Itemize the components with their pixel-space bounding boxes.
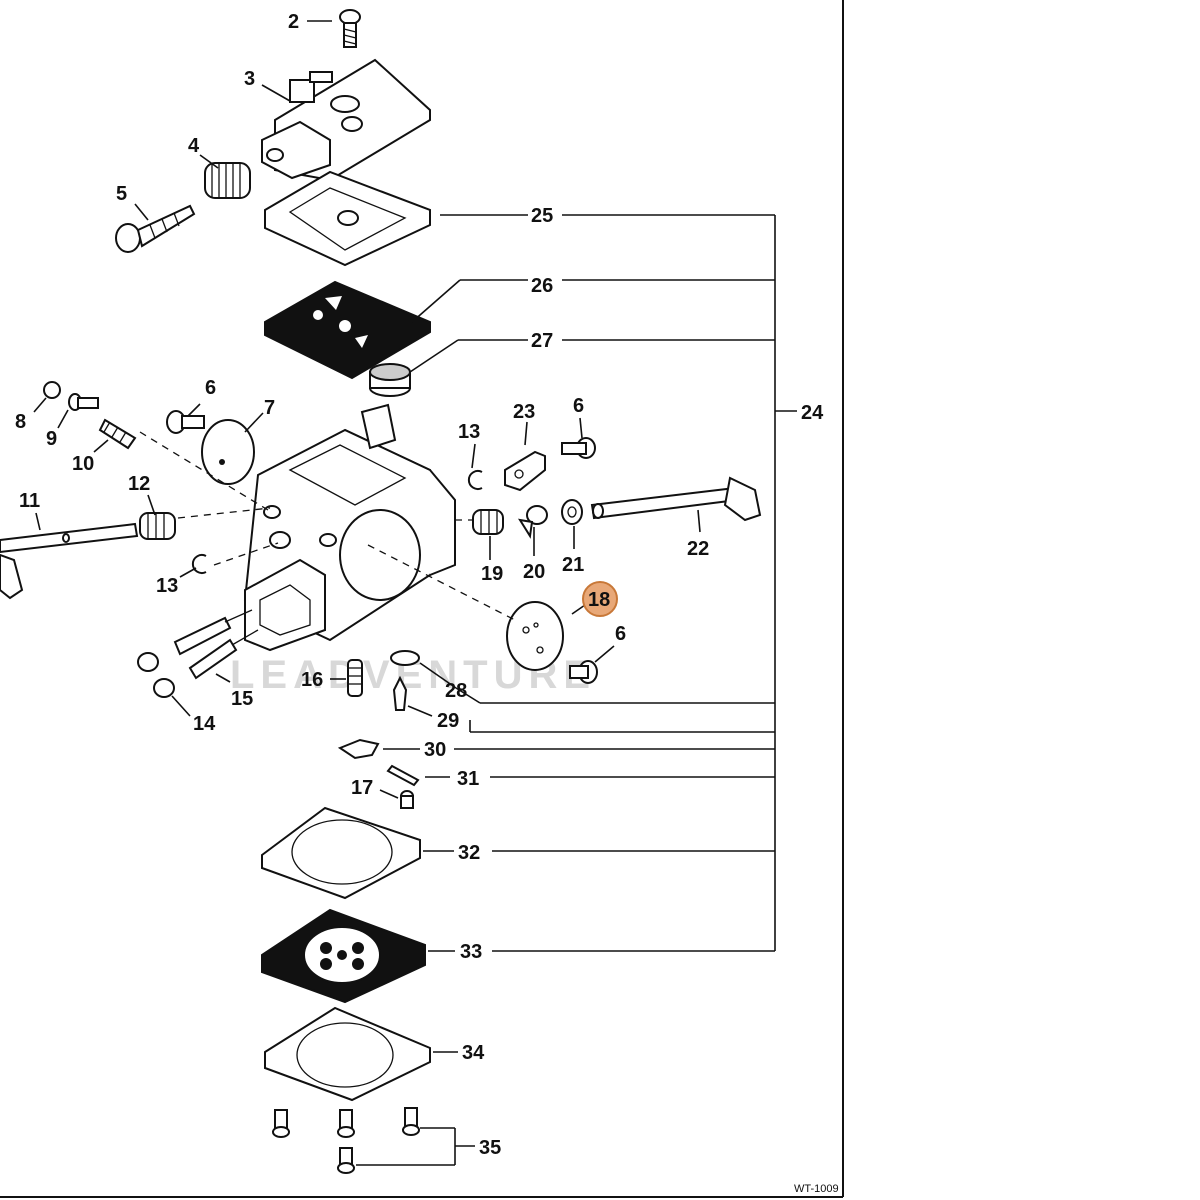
callout-35[interactable]: 35 <box>479 1137 501 1159</box>
part-carburetor-body <box>243 403 456 652</box>
part-screw-6-c[interactable] <box>561 437 596 459</box>
callout-27[interactable]: 27 <box>531 330 553 352</box>
callout-28[interactable]: 28 <box>445 680 467 702</box>
part-plate-7[interactable] <box>201 419 255 485</box>
part-caps-14[interactable] <box>137 652 175 698</box>
callout-20[interactable]: 20 <box>523 561 545 583</box>
part-screw-6-b[interactable] <box>569 660 598 684</box>
callout-19[interactable]: 19 <box>481 563 503 585</box>
callout-11[interactable]: 11 <box>19 490 40 512</box>
callout-18[interactable]: 18 <box>588 589 610 611</box>
callout-34[interactable]: 34 <box>462 1042 485 1064</box>
part-diaphragm-33[interactable] <box>261 908 426 1004</box>
leader-lines <box>33 20 797 1166</box>
part-spring-16[interactable] <box>347 659 363 697</box>
callout-5[interactable]: 5 <box>116 183 127 205</box>
part-screw-5[interactable] <box>115 204 196 253</box>
callout-7[interactable]: 7 <box>264 397 275 419</box>
dash-line-d <box>367 544 516 621</box>
callout-22[interactable]: 22 <box>687 538 709 560</box>
part-shaft-11[interactable] <box>0 522 139 600</box>
callout-16[interactable]: 16 <box>301 669 323 691</box>
part-spring-10[interactable] <box>98 418 137 450</box>
part-spring-12[interactable] <box>139 512 176 540</box>
callout-9[interactable]: 9 <box>46 428 57 450</box>
callout-33[interactable]: 33 <box>460 941 482 963</box>
callout-6-a[interactable]: 6 <box>205 377 216 399</box>
part-washer-21[interactable] <box>561 499 583 525</box>
callout-15[interactable]: 15 <box>231 688 253 710</box>
dash-line-c <box>213 542 279 566</box>
callout-32[interactable]: 32 <box>458 842 480 864</box>
callout-24[interactable]: 24 <box>801 402 824 424</box>
callout-4[interactable]: 4 <box>188 135 200 157</box>
part-spring-4[interactable] <box>204 162 251 199</box>
part-pin-31[interactable] <box>386 764 420 787</box>
callout-29[interactable]: 29 <box>437 710 459 732</box>
part-screws-35[interactable] <box>272 1107 420 1174</box>
callout-labels: 2 3 4 5 6 6 6 6 7 8 9 10 11 12 13 13 14 … <box>15 11 824 1159</box>
callout-13-a[interactable]: 13 <box>156 575 178 597</box>
part-lever-23[interactable] <box>504 450 546 492</box>
callout-3[interactable]: 3 <box>244 68 255 90</box>
part-needles-15[interactable] <box>173 609 259 680</box>
part-diaphragm-18[interactable] <box>506 601 564 671</box>
callout-17[interactable]: 17 <box>351 777 373 799</box>
callout-25[interactable]: 25 <box>531 205 553 227</box>
callout-23[interactable]: 23 <box>513 401 535 423</box>
part-gasket-32[interactable] <box>261 806 421 900</box>
part-pin-9[interactable] <box>68 393 99 411</box>
part-gasket-25[interactable] <box>264 170 431 267</box>
part-needle-29[interactable] <box>392 675 408 711</box>
part-gasket-26[interactable] <box>264 280 431 380</box>
part-clip-13-a[interactable] <box>191 554 207 574</box>
part-clip-13-b[interactable] <box>467 470 483 490</box>
callout-10[interactable]: 10 <box>72 453 94 475</box>
callout-14[interactable]: 14 <box>193 713 216 735</box>
part-lever-20[interactable] <box>517 505 548 539</box>
part-screw-2[interactable] <box>339 9 361 48</box>
part-ball-8[interactable] <box>43 381 61 399</box>
callout-30[interactable]: 30 <box>424 739 446 761</box>
dash-line-b <box>177 507 271 519</box>
callout-31[interactable]: 31 <box>457 768 479 790</box>
callout-2[interactable]: 2 <box>288 11 299 33</box>
part-o-ring-28[interactable] <box>390 650 420 666</box>
drawing-code: WT-1009 <box>794 1183 839 1195</box>
part-filter-27[interactable] <box>369 363 411 397</box>
callout-8[interactable]: 8 <box>15 411 26 433</box>
part-spring-19[interactable] <box>472 509 504 535</box>
part-cover-34[interactable] <box>264 1006 431 1102</box>
part-shaft-22[interactable] <box>590 476 762 522</box>
part-screw-6-a[interactable] <box>166 410 205 434</box>
callout-13-b[interactable]: 13 <box>458 421 480 443</box>
part-screw-17[interactable] <box>400 790 414 809</box>
callout-6-c[interactable]: 6 <box>615 623 626 645</box>
callout-12[interactable]: 12 <box>128 473 150 495</box>
part-pump-cover-3[interactable] <box>261 58 431 182</box>
callout-21[interactable]: 21 <box>562 554 584 576</box>
highlight-marker-18 <box>582 581 618 617</box>
part-lever-30[interactable] <box>337 738 380 760</box>
callout-26[interactable]: 26 <box>531 275 553 297</box>
callout-6-b[interactable]: 6 <box>573 395 584 417</box>
